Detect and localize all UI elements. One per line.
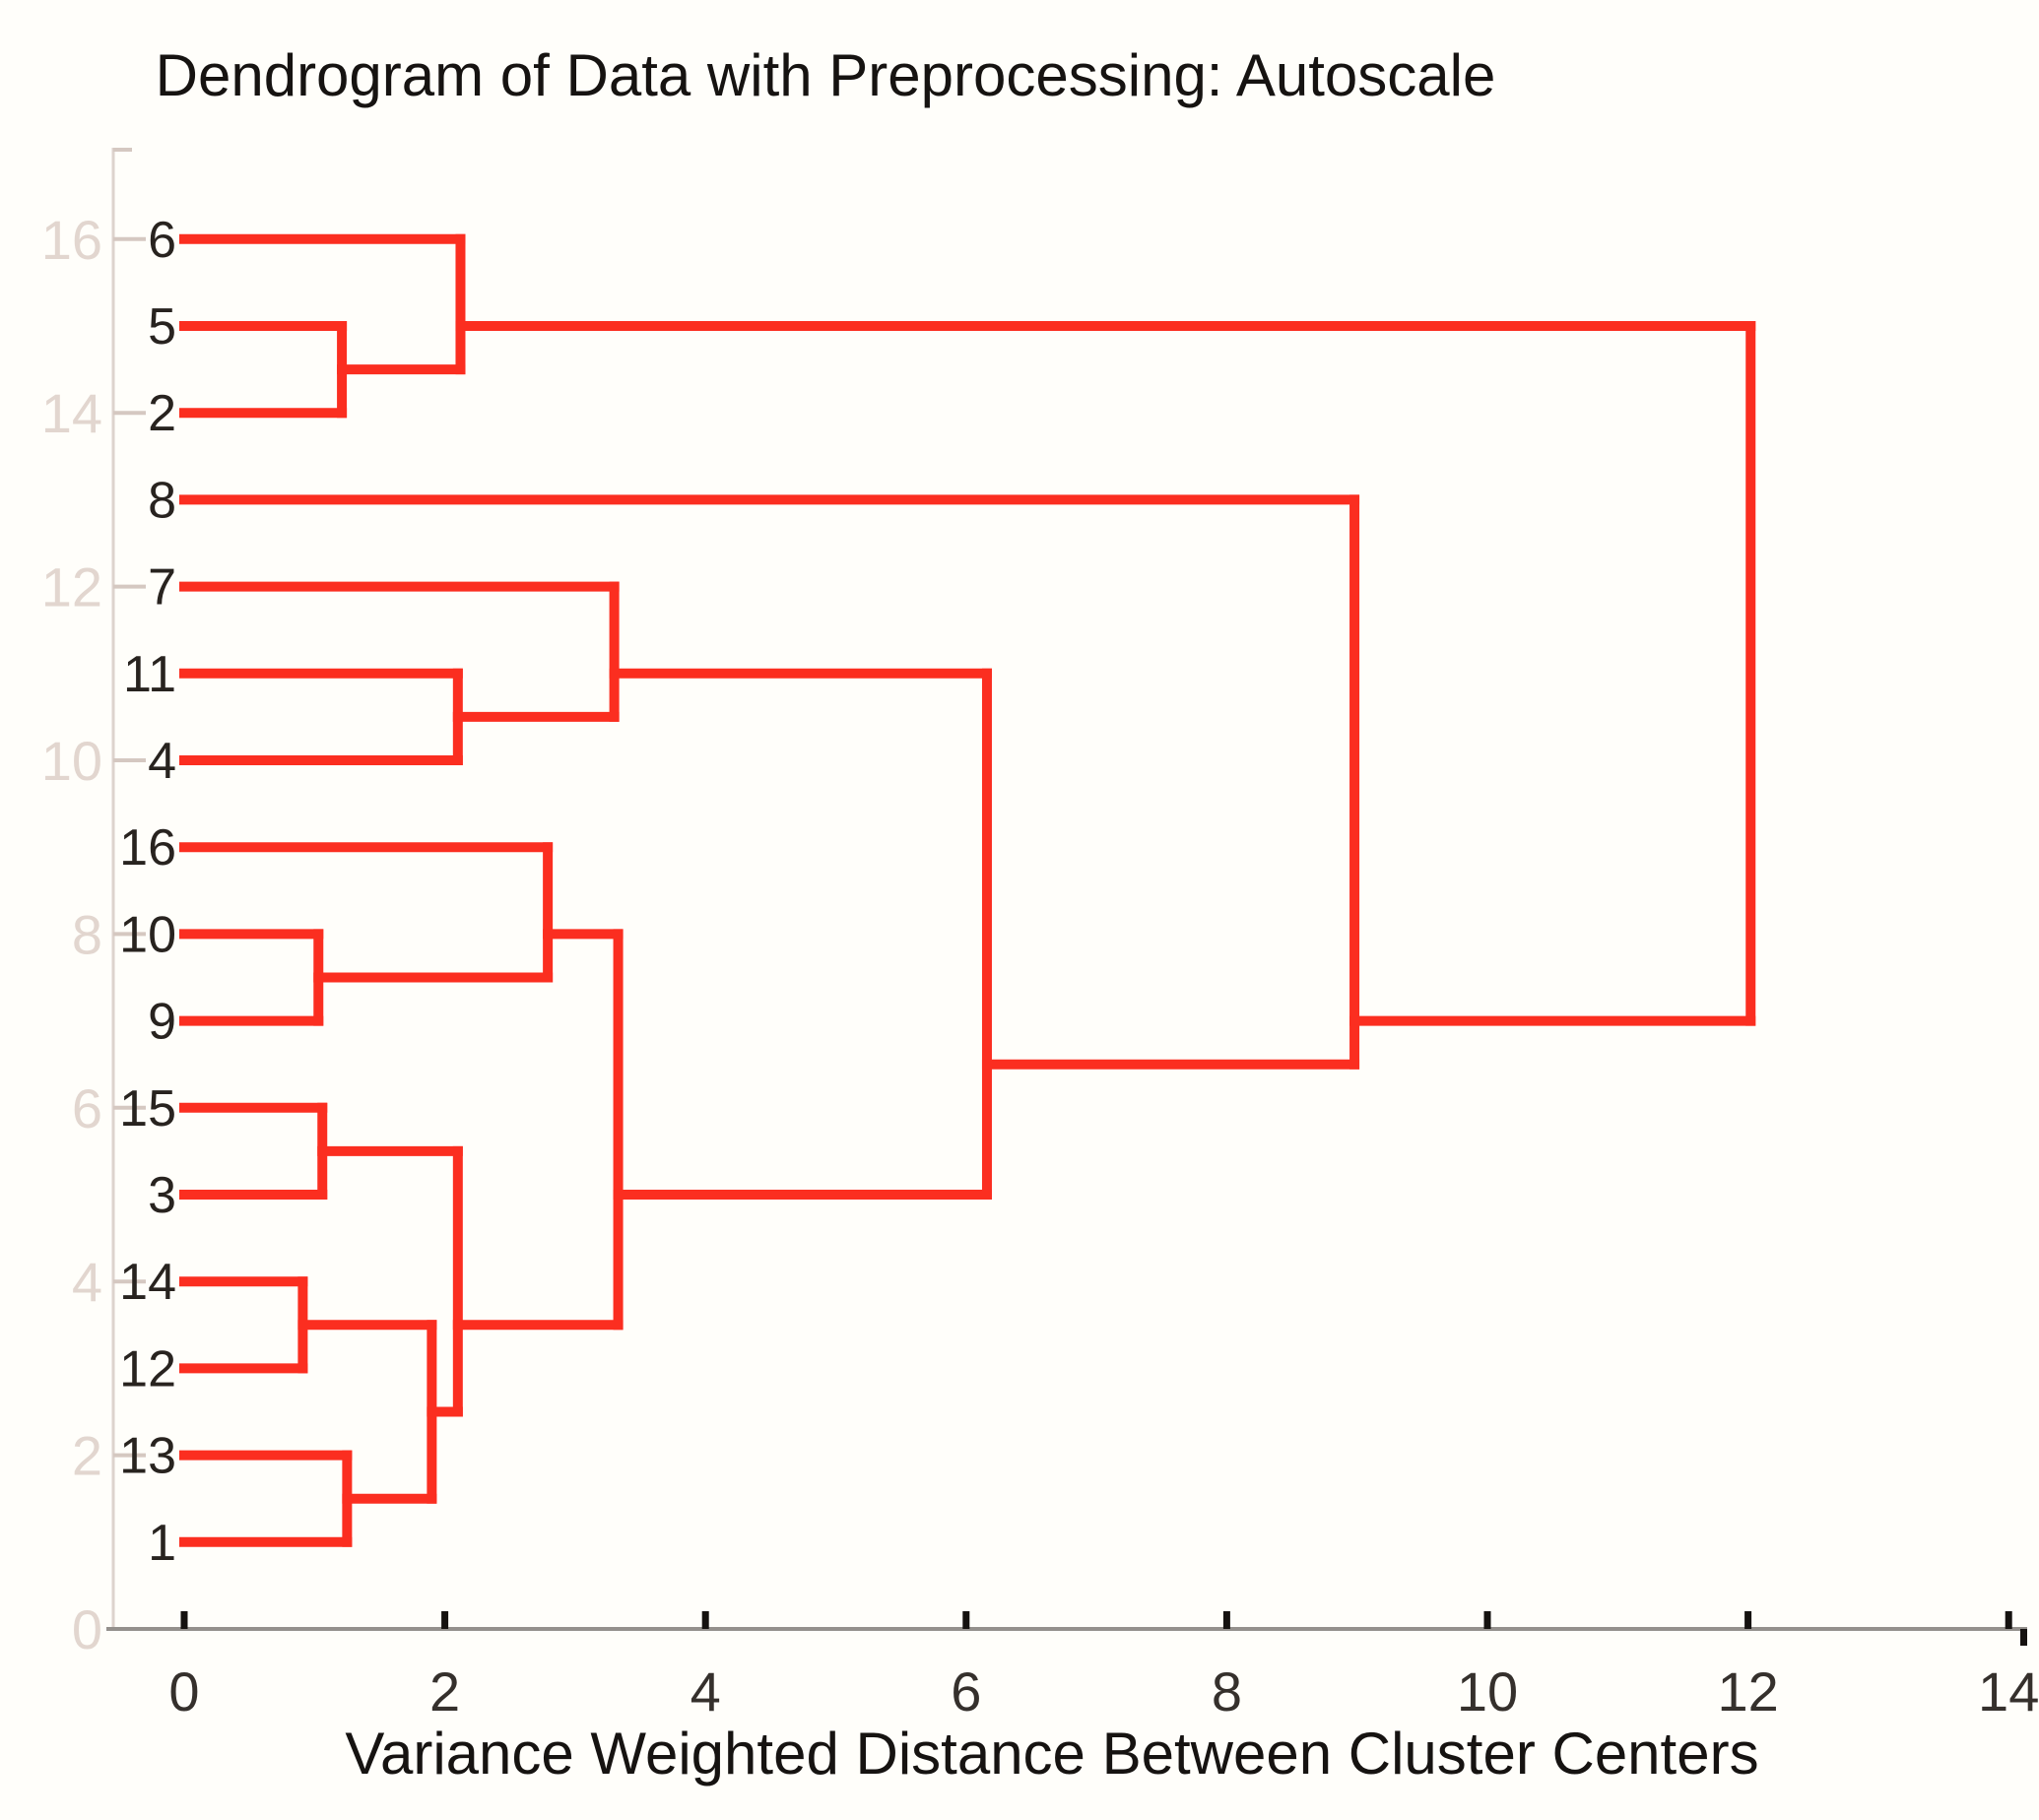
y-tick-label: 4 [72,1251,102,1313]
leaf-label-8: 8 [148,472,176,529]
y-tick-label: 2 [72,1425,102,1487]
y-tick-label: 10 [41,730,102,792]
x-tick [180,1611,188,1629]
x-tick-label: 0 [168,1660,199,1722]
chart-title: Dendrogram of Data with Preprocessing: A… [156,42,1496,108]
x-tick [441,1611,449,1629]
x-tick-label: 10 [1457,1660,1518,1722]
y-tick-label: 12 [41,556,102,618]
x-tick [2005,1611,2012,1629]
y-tick-label: 8 [72,903,102,965]
x-axis-end-tick [2020,1629,2027,1646]
leaf-label-1: 1 [148,1515,176,1572]
leaf-label-14: 14 [119,1254,176,1311]
leaf-label-7: 7 [148,559,176,617]
x-tick-label: 6 [951,1660,981,1722]
y-tick-label: 14 [41,382,102,444]
x-tick-label: 4 [691,1660,721,1722]
leaf-label-16: 16 [119,819,176,877]
x-tick [1483,1611,1491,1629]
x-tick [962,1611,970,1629]
leaf-label-5: 5 [148,298,176,356]
leaf-label-10: 10 [119,906,176,963]
x-tick-label: 12 [1717,1660,1778,1722]
leaf-labels: 6 5 2 8 7 11 4 16 10 9 15 3 14 12 13 1 [119,212,176,1572]
y-tick-label: 6 [72,1077,102,1139]
y-tick-label: 16 [41,209,102,271]
x-tick-label: 14 [1978,1660,2039,1722]
y-tick-label: 0 [72,1598,102,1660]
leaf-label-2: 2 [148,385,176,442]
x-tick [701,1611,709,1629]
leaf-label-11: 11 [123,646,176,703]
leaf-label-13: 13 [119,1428,176,1485]
dendrogram-links [179,233,1756,1547]
x-tick [1744,1611,1752,1629]
leaf-label-15: 15 [119,1080,176,1138]
x-tick [1222,1611,1230,1629]
x-tick-label: 8 [1212,1660,1242,1722]
x-axis-label: Variance Weighted Distance Between Clust… [345,1721,1758,1787]
x-tick-label: 2 [429,1660,460,1722]
leaf-label-6: 6 [148,212,176,269]
leaf-label-12: 12 [119,1340,176,1398]
leaf-label-3: 3 [148,1167,176,1224]
leaf-label-4: 4 [148,733,176,790]
leaf-label-9: 9 [148,994,176,1051]
